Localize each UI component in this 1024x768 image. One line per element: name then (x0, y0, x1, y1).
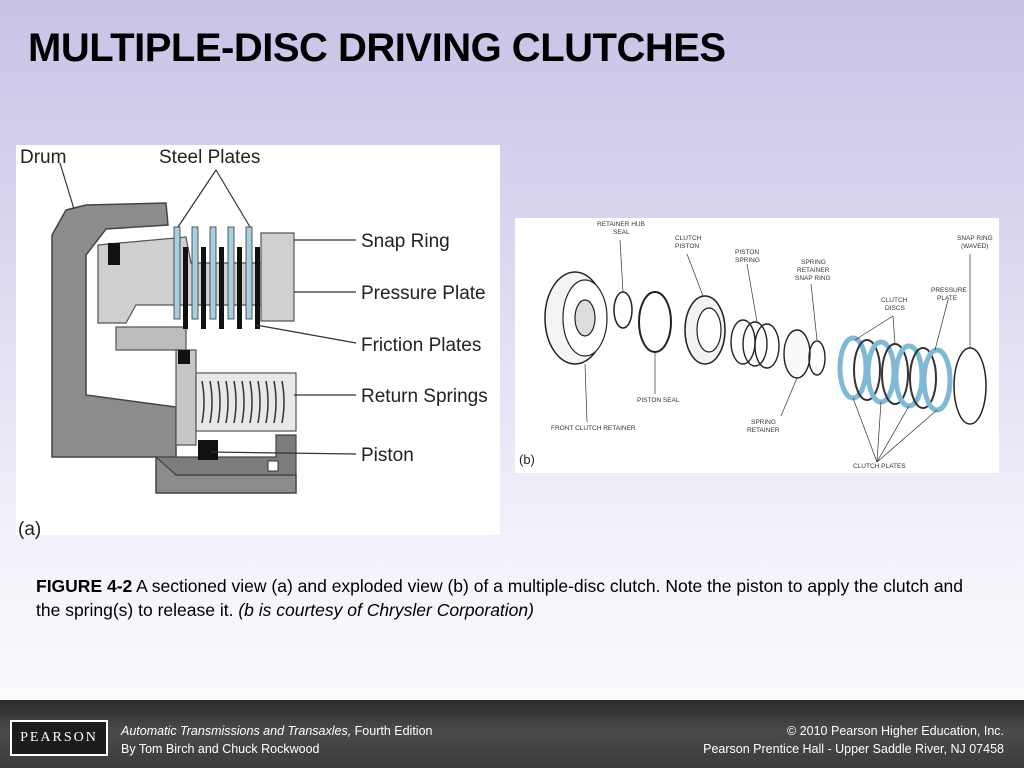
pearson-logo: PEARSON (10, 720, 108, 756)
label-piston-seal: PISTON SEAL (637, 397, 680, 404)
label-clutch-piston-2: PISTON (675, 243, 699, 250)
label-steel-plates: Steel Plates (159, 147, 260, 168)
label-spring-retainer-2: RETAINER (747, 427, 780, 434)
label-pressure-plate: Pressure Plate (361, 283, 486, 304)
caption-credit: (b is courtesy of Chrysler Corporation) (238, 600, 534, 620)
figure-b-exploded-view: RETAINER HUB SEAL CLUTCH PISTON PISTON S… (515, 218, 999, 473)
label-retainer-hub-2: SEAL (613, 229, 630, 236)
label-piston-spring-2: SPRING (735, 257, 760, 264)
footer-edition: Fourth Edition (351, 724, 433, 738)
caption-text: A sectioned view (a) and exploded view (… (36, 576, 964, 620)
label-friction-plates: Friction Plates (361, 335, 481, 356)
footer-publisher-info: © 2010 Pearson Higher Education, Inc. Pe… (703, 722, 1004, 758)
footer-copyright: © 2010 Pearson Higher Education, Inc. (787, 724, 1004, 738)
caption-figure-number: FIGURE 4-2 (36, 576, 133, 596)
footer-book-info: Automatic Transmissions and Transaxles, … (121, 722, 432, 758)
label-retainer-hub-1: RETAINER HUB (597, 221, 645, 228)
slide-title: MULTIPLE-DISC DRIVING CLUTCHES (28, 26, 726, 70)
label-clutch-discs-1: CLUTCH (881, 297, 908, 304)
label-pressure-plate-2: PLATE (937, 295, 958, 302)
label-clutch-plates: CLUTCH PLATES (853, 463, 906, 470)
panel-label-a-text: (a) (18, 519, 42, 540)
figure-caption: FIGURE 4-2 A sectioned view (a) and expl… (36, 574, 986, 622)
label-drum: Drum (20, 147, 66, 168)
slide-footer: PEARSON Automatic Transmissions and Tran… (0, 700, 1024, 768)
panel-label-b: (b) (519, 452, 535, 467)
footer-book-title: Automatic Transmissions and Transaxles, (121, 724, 352, 738)
label-front-clutch-retainer: FRONT CLUTCH RETAINER (551, 425, 636, 432)
label-spring-retainer-snap-2: RETAINER (797, 267, 830, 274)
label-spring-retainer-1: SPRING (751, 419, 776, 426)
label-pressure-plate-1: PRESSURE (931, 287, 967, 294)
clutch-section-drawing: Drum Steel Plates Snap Ring Pressure Pla… (16, 145, 500, 535)
label-piston-spring-1: PISTON (735, 249, 759, 256)
label-spring-retainer-snap-3: SNAP RING (795, 275, 831, 282)
label-return-springs: Return Springs (361, 386, 488, 407)
label-snap-ring-waved-1: SNAP RING (957, 235, 993, 242)
figure-a-sectioned-view: Drum Steel Plates Snap Ring Pressure Pla… (16, 145, 500, 540)
footer-publisher: Pearson Prentice Hall - Upper Saddle Riv… (703, 742, 1004, 756)
footer-authors: By Tom Birch and Chuck Rockwood (121, 742, 320, 756)
label-piston: Piston (361, 445, 414, 466)
label-snap-ring-waved-2: (WAVED) (961, 243, 988, 250)
label-spring-retainer-snap-1: SPRING (801, 259, 826, 266)
label-clutch-piston-1: CLUTCH (675, 235, 702, 242)
label-snap-ring: Snap Ring (361, 231, 450, 252)
label-clutch-discs-2: DISCS (885, 305, 906, 312)
clutch-exploded-drawing: RETAINER HUB SEAL CLUTCH PISTON PISTON S… (519, 221, 993, 470)
